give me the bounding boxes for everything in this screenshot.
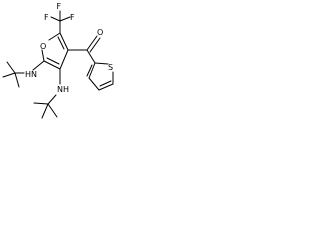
- atom-label-o-carbonyl: O: [97, 28, 103, 37]
- bond-ring-c2-o: [48, 32, 61, 41]
- bond-carbonyl-thiophene: [86, 49, 96, 64]
- bond-ring-c3-c2-double: [57, 36, 65, 50]
- bond-n2-tbu: [47, 94, 57, 105]
- bond-ring-c5-c4: [43, 60, 61, 70]
- thiophene-ring: [86, 62, 114, 91]
- tert-butylamino-right: [33, 68, 61, 119]
- atom-label-f-right: F: [70, 13, 75, 22]
- bond-c5-n1: [32, 60, 45, 71]
- bond-th-c2-c3-double: [86, 64, 93, 77]
- tert-butylamino-left: [2, 60, 45, 88]
- bond-ring-c3-c2: [59, 32, 69, 51]
- bond-th-c3-c4: [88, 77, 100, 91]
- bond-tbu2-me3: [47, 103, 58, 118]
- bond-tbu-me2: [2, 72, 16, 78]
- atom-label-h1: H: [25, 70, 31, 79]
- bond-ring-c4-c3: [59, 49, 69, 70]
- furan-ring: [41, 32, 69, 70]
- atom-label-n2: N: [57, 85, 63, 94]
- chemical-structure: F F F O O S N H N H: [2, 2, 114, 119]
- bond-th-c2-c3: [88, 62, 96, 79]
- bond-cf3-f-left: [50, 16, 61, 22]
- atom-label-s: S: [108, 63, 113, 72]
- atom-label-f-left: F: [44, 13, 49, 22]
- atom-label-h2: H: [63, 85, 69, 94]
- bond-carbonyl-o: [86, 35, 98, 51]
- atom-label-n1: N: [31, 70, 37, 79]
- bond-carbonyl-o-double: [89, 37, 101, 53]
- bond-tbu2-me1: [33, 102, 49, 105]
- bond-cf3-f-right: [59, 16, 71, 22]
- bond-th-c4-c5: [98, 83, 114, 91]
- bond-th-c4-c5-double: [99, 80, 112, 87]
- bond-ring-c5-c4-double: [46, 57, 60, 65]
- bond-ring-o-c5: [41, 49, 45, 62]
- trifluoromethyl-group: [50, 10, 71, 34]
- bond-th-s-c2: [94, 62, 109, 65]
- bond-tbu-me1: [6, 61, 16, 74]
- bond-tbu2-me2: [41, 103, 49, 119]
- carbonyl-group: [67, 35, 101, 64]
- bond-tbu-me3: [14, 72, 20, 88]
- atom-label-f-top: F: [57, 2, 62, 11]
- atom-label-o-ring: O: [40, 42, 46, 51]
